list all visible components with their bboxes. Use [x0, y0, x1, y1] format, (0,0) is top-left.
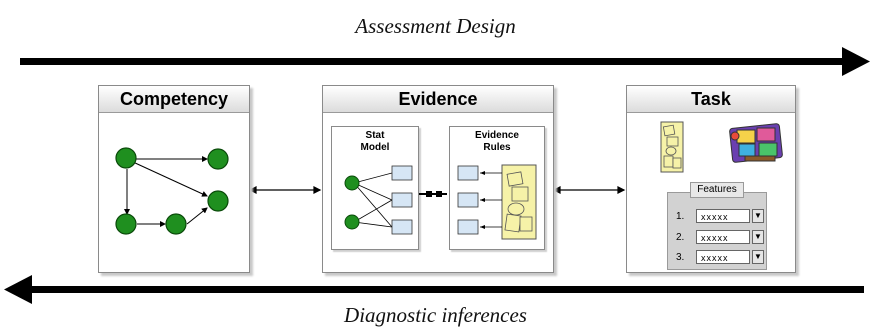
stat-node — [344, 175, 360, 191]
evidence-rules-graph — [457, 164, 537, 240]
stat-node — [344, 214, 360, 230]
stat-rules-link — [419, 191, 447, 197]
feature-number: 3. — [676, 252, 685, 263]
stat-model-box: Stat Model — [331, 126, 419, 250]
competency-node — [165, 213, 187, 235]
competency-model: Competency — [98, 85, 250, 273]
rules-observable — [457, 165, 479, 181]
diagnostic-inferences-arrow — [4, 275, 864, 304]
evidence-title: Evidence — [323, 86, 553, 113]
feature-select[interactable]: xxxxx — [696, 230, 750, 244]
task-clipart-icon — [729, 123, 783, 163]
feature-select[interactable]: xxxxx — [696, 250, 750, 264]
task-model: Task Features 1. xxxxx — [626, 85, 796, 273]
task-graphics — [660, 121, 783, 173]
chevron-down-icon[interactable]: ▼ — [752, 250, 764, 264]
stat-model-title: Stat Model — [360, 130, 390, 153]
observable-box — [391, 192, 413, 208]
observable-box — [391, 165, 413, 181]
chevron-down-icon[interactable]: ▼ — [752, 209, 764, 223]
feature-number: 1. — [676, 211, 685, 222]
features-title: Features — [690, 182, 744, 198]
competency-node — [115, 147, 137, 169]
competency-node — [115, 213, 137, 235]
rules-observable — [457, 219, 479, 235]
rules-observable — [457, 192, 479, 208]
competency-node — [207, 190, 229, 212]
feature-select[interactable]: xxxxx — [696, 209, 750, 223]
task-title: Task — [627, 86, 795, 113]
task-work-product-icon — [660, 121, 684, 173]
competency-node — [207, 148, 229, 170]
evidence-model: Evidence Stat Model — [322, 85, 554, 273]
evidence-task-connector — [552, 186, 626, 194]
feature-number: 2. — [676, 232, 685, 243]
assessment-design-arrow — [20, 47, 870, 76]
competency-graph — [115, 147, 229, 235]
stat-model-graph — [344, 165, 413, 235]
evidence-rules-box: Evidence Rules — [449, 126, 545, 250]
evidence-rules-title: Evidence Rules — [475, 130, 519, 153]
chevron-down-icon[interactable]: ▼ — [752, 230, 764, 244]
competency-evidence-connector — [248, 186, 322, 194]
competency-title: Competency — [99, 86, 249, 113]
features-panel: Features 1. xxxxx ▼ 2. xxxxx ▼ 3. xxxxx … — [667, 182, 767, 270]
observable-box — [391, 219, 413, 235]
diagnostic-inferences-caption: Diagnostic inferences — [344, 303, 527, 327]
assessment-design-caption: Assessment Design — [355, 14, 516, 38]
